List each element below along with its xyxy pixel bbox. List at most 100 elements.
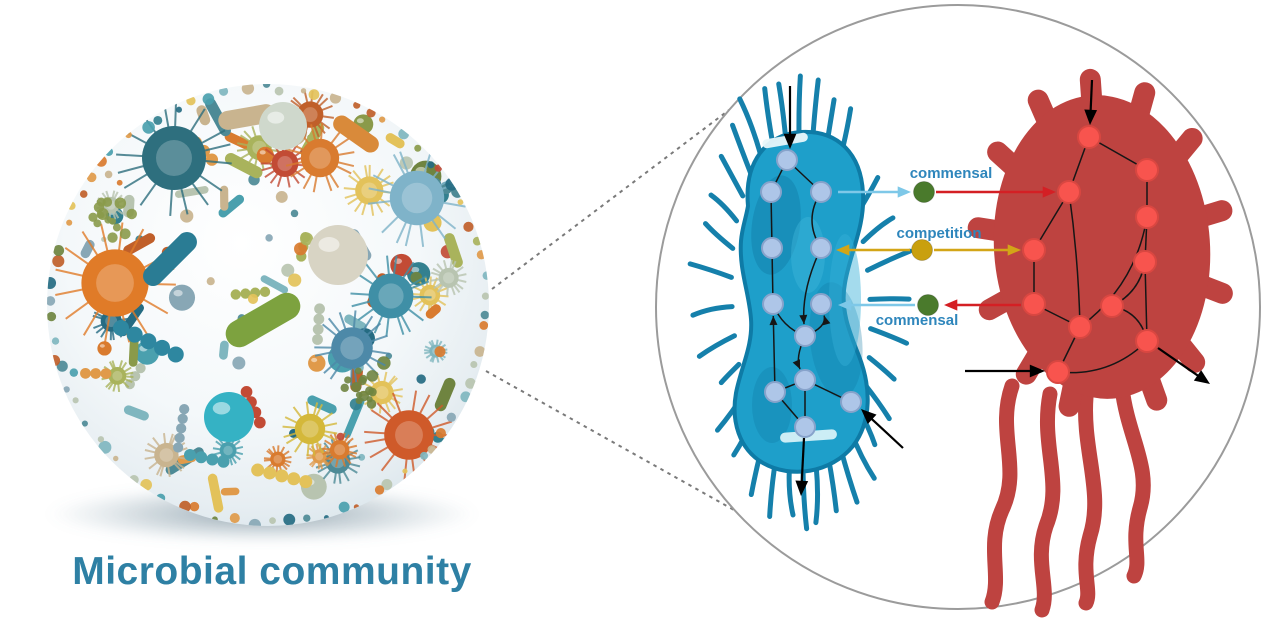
rim-dot (241, 84, 255, 95)
network-node (810, 237, 832, 259)
microbe-dot (281, 263, 295, 277)
microbe-body (300, 138, 340, 178)
rim-dot (53, 245, 65, 256)
microbe-dot (107, 232, 118, 243)
microbe-rod (260, 275, 289, 294)
arrow-head (795, 480, 809, 496)
arrow-head (783, 133, 797, 149)
cilium (702, 221, 736, 251)
microbe-dot (247, 293, 259, 305)
flow-arrow (1157, 347, 1203, 380)
microbe-rod (196, 105, 211, 126)
network-node (810, 293, 832, 315)
rim-dot (379, 116, 386, 123)
microbe-segment (167, 346, 184, 363)
blue-network (760, 149, 862, 438)
microbe-highlight (315, 452, 324, 461)
microbe-body (219, 442, 237, 459)
rim-dot (104, 147, 114, 157)
microbe-dot (88, 212, 98, 222)
microbe-segment (253, 416, 266, 429)
rim-dot (414, 144, 422, 152)
microbe-segment (299, 475, 313, 489)
network-node (810, 181, 832, 203)
microbe-dot (112, 223, 121, 232)
rim-dot (476, 250, 486, 260)
microbe-body (370, 380, 394, 405)
rim-dot (47, 296, 56, 306)
microbe-segment (179, 404, 190, 415)
network-edge (1079, 216, 1148, 328)
microbe-segment (195, 451, 208, 464)
microbe-highlight (401, 182, 433, 214)
microbe-rod (207, 473, 224, 513)
rim-dot (113, 455, 119, 462)
network-node (760, 181, 782, 203)
network-node (840, 391, 862, 413)
microbe-segment (259, 286, 271, 297)
rim-dot (457, 199, 464, 205)
network-edge (1068, 191, 1081, 328)
microbe-body (308, 354, 326, 372)
rim-dot (189, 501, 200, 512)
cilium (718, 361, 742, 386)
microbe-cluster (88, 197, 137, 243)
interaction-dot (917, 294, 939, 316)
microbe-body (355, 176, 384, 205)
microbe-highlight (302, 107, 318, 123)
rim-dot (86, 172, 97, 183)
microbe-segment (206, 453, 219, 466)
rim-dot (219, 86, 229, 96)
cilium (860, 215, 896, 245)
flagellum (1114, 380, 1151, 584)
microbe-chain (173, 404, 190, 453)
rim-dot (142, 121, 155, 134)
network-node (1022, 292, 1046, 316)
figure-label: Microbial community (72, 550, 472, 593)
microbe-highlight (277, 156, 293, 172)
rim-dot (175, 106, 182, 113)
microbe-cluster (340, 367, 379, 409)
network-node (1135, 329, 1159, 353)
microbe-ball (308, 354, 326, 372)
microbe-highlight (375, 385, 389, 400)
microbe-highlight (223, 445, 233, 456)
interaction-dot (913, 181, 935, 203)
microbe-dot (300, 232, 314, 246)
microbial-community-panel: Microbial community (47, 84, 489, 593)
rim-dot (446, 412, 456, 422)
microbe-dot (358, 390, 369, 402)
rim-dot (51, 337, 60, 345)
blue-bacterium (687, 73, 913, 532)
rim-dot (445, 177, 459, 191)
interaction-arrows (836, 181, 1056, 316)
microbe-rod (224, 152, 263, 179)
microbe-spiky (321, 432, 358, 468)
microbe-body (81, 249, 149, 317)
rim-dot (262, 84, 271, 88)
microbe-rod (333, 115, 379, 153)
cilium (796, 73, 803, 142)
microbe-body (389, 170, 445, 226)
microbe-body (108, 366, 127, 385)
rim-dot (420, 451, 428, 460)
microbe-highlight (378, 283, 404, 309)
red-network (1022, 125, 1159, 384)
microbe-chain (80, 367, 112, 380)
rim-dot (248, 518, 261, 526)
microbe-dot (366, 370, 379, 382)
microbe-body (270, 451, 286, 467)
microbe-dot (93, 219, 102, 228)
interaction-label-commensal-bottom: commensal (876, 312, 959, 329)
microbe-segment (90, 368, 102, 379)
rim-dot (402, 468, 408, 474)
microbe-spiky (343, 164, 395, 216)
microbe-dot (287, 273, 302, 287)
rim-dot (47, 276, 57, 290)
microbe-segment (287, 472, 301, 486)
microbe-dot (344, 376, 352, 384)
arrow-head (1084, 109, 1098, 125)
microbe-body (329, 440, 350, 460)
microbe-highlight (424, 289, 436, 301)
